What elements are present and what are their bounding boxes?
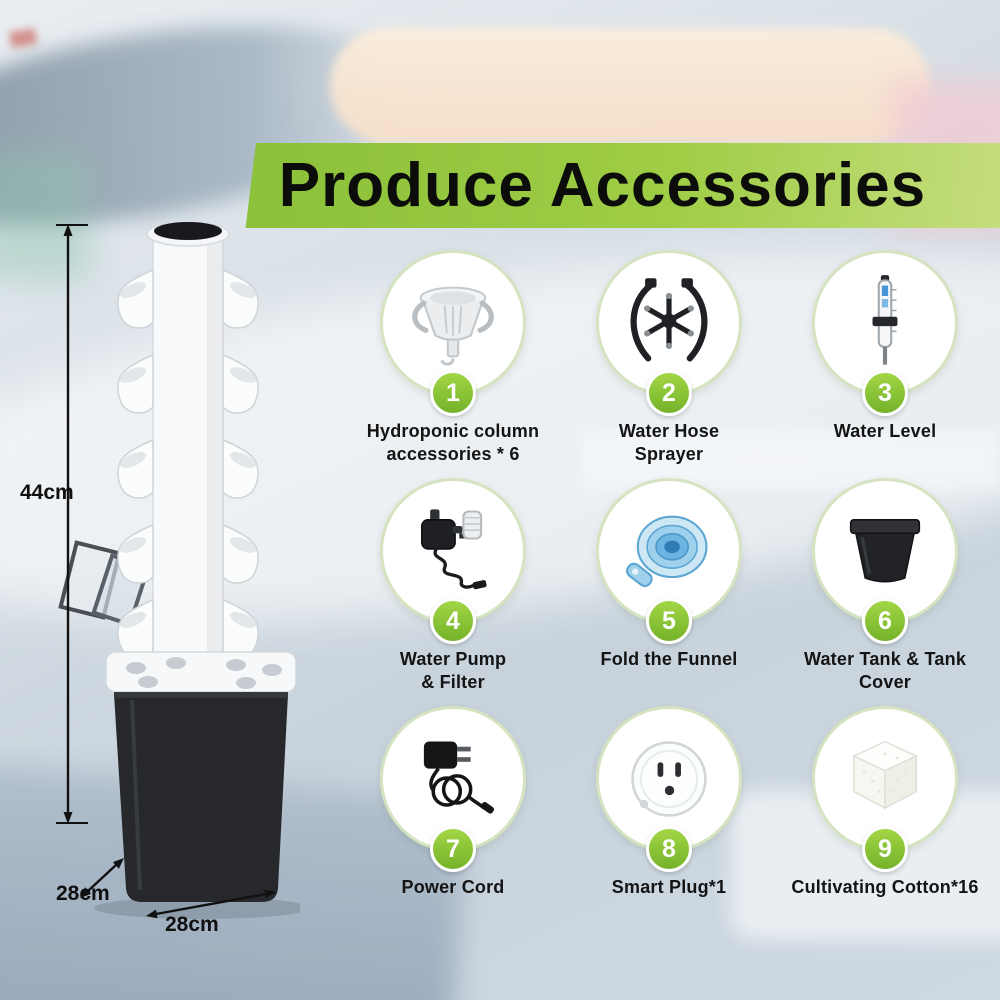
item-number-badge: 8 [646, 826, 692, 873]
accessory-item: 4 Water Pump & Filter [345, 478, 561, 694]
accessory-item: 9 Cultivating Cotton*16 [777, 706, 993, 899]
accessory-item: 5 Fold the Funnel [561, 478, 777, 694]
item-label: Water Tank & Tank Cover [803, 649, 967, 693]
item-label: Cultivating Cotton*16 [791, 877, 979, 898]
item-label: Fold the Funnel [600, 649, 738, 670]
accessory-item: 3 Water Level [777, 250, 993, 466]
page-title: Produce Accessories [278, 151, 927, 220]
depth-dimension-label: 28cm [56, 882, 110, 905]
smart-plug-icon [631, 741, 707, 817]
item-label: Smart Plug*1 [611, 877, 727, 898]
item-number-badge: 1 [430, 370, 476, 416]
funnel-icon [626, 515, 708, 588]
water-pump-icon [421, 509, 487, 590]
item-number-badge: 3 [862, 370, 908, 416]
hydroponic-tower-illustration [56, 221, 300, 919]
item-label: Water Hose Sprayer [618, 421, 720, 465]
item-number-badge: 4 [430, 598, 476, 645]
title-banner: Produce Accessories [245, 143, 1000, 228]
accessories-grid: 1 Hydroponic column accessories * 6 [345, 250, 993, 899]
decor-red-smudge [9, 28, 37, 48]
item-number-badge: 5 [646, 598, 692, 645]
item-number-badge: 7 [430, 826, 476, 873]
water-level-icon [872, 275, 898, 365]
accessory-item: 2 Water Hose Sprayer [561, 250, 777, 466]
accessory-item: 7 Power Cord [345, 706, 561, 899]
item-label: Water Level [833, 421, 937, 441]
item-label: Power Cord [401, 877, 505, 898]
width-dimension-label: 28cm [165, 913, 219, 936]
item-number-badge: 2 [646, 370, 692, 416]
hose-sprayer-icon [630, 278, 708, 362]
decor-peach-blob [330, 28, 930, 143]
water-tank-icon [849, 519, 921, 583]
power-cord-icon [423, 741, 495, 814]
accessory-item: 6 Water Tank & Tank Cover [777, 478, 993, 694]
accessory-item: 8 Smart Plug*1 [561, 706, 777, 899]
accessory-item: 1 Hydroponic column accessories * 6 [345, 250, 561, 466]
column-accessory-icon [412, 286, 494, 366]
item-number-badge: 9 [862, 826, 908, 873]
height-dimension-label: 44cm [20, 481, 74, 504]
item-number-badge: 6 [862, 598, 908, 645]
item-label: Hydroponic column accessories * 6 [366, 421, 540, 465]
cotton-icon [851, 740, 919, 810]
item-label: Water Pump & Filter [399, 649, 507, 693]
